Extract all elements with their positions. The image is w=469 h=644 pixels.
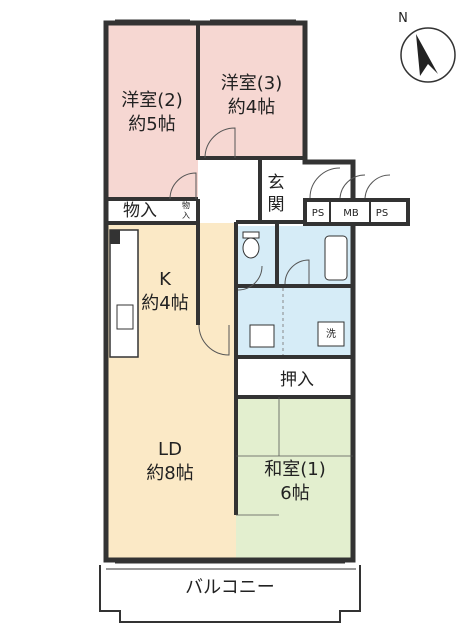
western-room-2-size: 約5帖	[128, 114, 176, 135]
door-swing	[198, 324, 230, 356]
shaft-box	[303, 198, 410, 226]
door-swing	[364, 174, 391, 199]
bathtub	[324, 235, 348, 281]
washer-box	[317, 321, 345, 347]
ps-label-2: PS	[375, 208, 389, 219]
storage-small-label-1: 物	[182, 201, 190, 210]
laundry-label: 洗	[326, 329, 336, 340]
balcony-outline	[99, 565, 361, 623]
wash-basin	[249, 324, 275, 348]
japanese-room-fill	[236, 397, 352, 559]
door-swing	[169, 172, 197, 200]
western-room-3-fill	[198, 24, 305, 156]
entrance-label-1: 玄	[267, 173, 285, 193]
compass-circle	[400, 27, 456, 83]
japanese-room-name: 和室(1)	[264, 459, 326, 480]
closet-label: 押入	[280, 370, 314, 390]
fridge-space	[110, 230, 120, 244]
western-room-3-name: 洋室(3)	[220, 73, 283, 94]
balcony-label: バルコニー	[185, 577, 275, 598]
compass-label: N	[398, 11, 408, 26]
door-swing	[339, 174, 366, 199]
compass-needle-icon	[416, 34, 438, 76]
door-swing	[309, 167, 341, 199]
door-swing	[204, 127, 236, 159]
door-swing	[284, 259, 310, 285]
living-fill	[106, 360, 236, 558]
toilet-tank	[242, 231, 260, 239]
door-swing	[237, 265, 263, 291]
japanese-room-size: 6帖	[280, 483, 310, 504]
entrance-label-2: 関	[267, 195, 285, 215]
outer-wall	[103, 20, 356, 563]
storage-label: 物入	[123, 201, 157, 221]
living-name: LD	[158, 439, 182, 460]
kitchen-name: K	[159, 269, 171, 290]
storage-small-label-2: 入	[182, 211, 190, 220]
mb-label: MB	[343, 208, 359, 219]
western-room-2-fill	[106, 24, 198, 199]
toilet-bowl	[242, 237, 260, 259]
western-room-2-name: 洋室(2)	[121, 90, 183, 111]
kitchen-size: 約4帖	[141, 293, 189, 314]
western-room-3-size: 約4帖	[227, 97, 276, 118]
kitchen-counter	[109, 229, 139, 358]
sink	[116, 304, 134, 330]
ps-label-1: PS	[311, 208, 325, 219]
living-size: 約8帖	[146, 463, 194, 484]
